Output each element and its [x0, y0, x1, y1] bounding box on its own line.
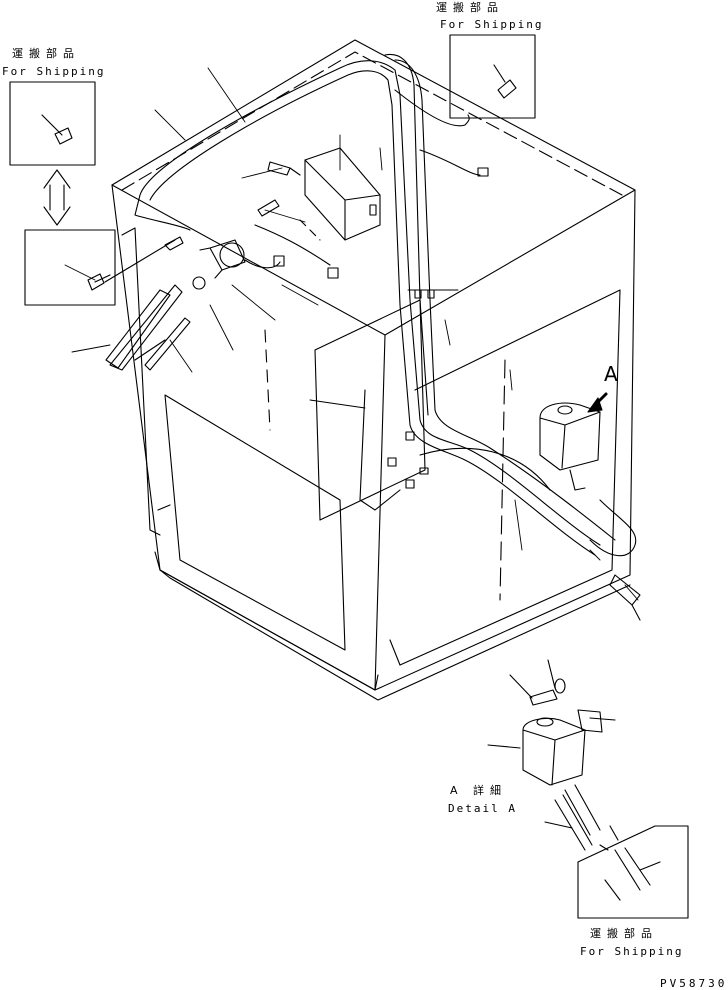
shipping-note-en-top-right: For Shipping	[440, 18, 544, 31]
wiper-motor	[199, 224, 339, 279]
detail-title-jp: A 詳細	[450, 784, 508, 797]
hose-connectors	[387, 167, 489, 489]
view-a-arrow	[587, 392, 608, 413]
shipping-note-jp-top-right: 運搬部品	[436, 1, 504, 14]
shipping-box-top-left	[9, 81, 96, 166]
leader-lines	[64, 67, 639, 601]
shipping-box-left	[24, 229, 184, 306]
cab-body	[111, 39, 636, 701]
shipping-note-en-top-left: For Shipping	[2, 65, 106, 78]
detail-a	[487, 659, 619, 851]
interior-panel	[314, 299, 426, 521]
shipping-box-bottom	[577, 825, 689, 919]
roof-hoses	[134, 53, 637, 557]
washer-tank	[539, 402, 601, 491]
drawing-code: PV58730	[660, 977, 728, 990]
pump-outlet-line	[631, 604, 641, 621]
bolts	[192, 161, 301, 290]
roof-box	[304, 147, 381, 241]
detail-title-en: Detail A	[448, 802, 517, 815]
pump-outlet	[609, 574, 641, 606]
shipping-box-top-right	[449, 34, 536, 119]
shipping-note-jp-bottom: 運搬部品	[590, 927, 658, 940]
view-a-marker: A	[604, 362, 618, 386]
double-arrow	[43, 169, 71, 226]
shipping-note-jp-top-left: 運搬部品	[12, 47, 80, 60]
shipping-note-en-bottom: For Shipping	[580, 945, 684, 958]
wiper-arm	[105, 284, 191, 371]
